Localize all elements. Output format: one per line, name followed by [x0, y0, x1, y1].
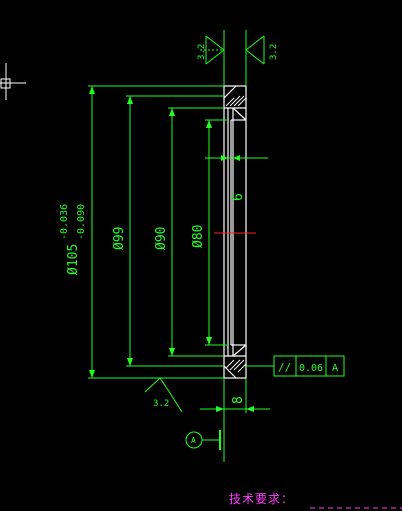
dim-d80-text: Ø80: [191, 225, 206, 248]
datum-label: A: [191, 436, 196, 445]
datum-symbol: [185, 430, 221, 450]
part-outline: [223, 85, 247, 379]
roughness-top-left-value: 3.2: [197, 44, 207, 60]
roughness-top-right-value: 3.2: [269, 44, 279, 60]
roughness-symbol-top-left: [200, 30, 225, 86]
roughness-symbol-top-right: [245, 30, 265, 86]
crosshair-icon: [0, 63, 26, 100]
tolerance-symbol: //: [278, 361, 291, 374]
dim-d105-lower-tol: -0.090: [76, 204, 87, 240]
tolerance-datum: A: [332, 363, 338, 374]
tolerance-value: 0.06: [299, 363, 323, 374]
roughness-symbol-bottom: [144, 377, 183, 413]
technical-requirements-label: 技术要求：: [229, 492, 295, 506]
dim-width-6-text: 6: [231, 193, 246, 201]
dim-width-8-text: 8: [231, 396, 246, 404]
dimension-arrows: [89, 86, 254, 412]
roughness-bottom-value: 3.2: [153, 399, 169, 409]
dimension-lines: [88, 85, 270, 462]
section-hatch: [225, 95, 247, 373]
dim-d105-text: Ø105: [66, 244, 81, 275]
dim-d99-text: Ø99: [112, 227, 127, 250]
tolerance-frame: [246, 355, 345, 377]
dim-d105-upper-tol: -0.036: [59, 204, 70, 240]
dim-d90-text: Ø90: [154, 227, 169, 250]
